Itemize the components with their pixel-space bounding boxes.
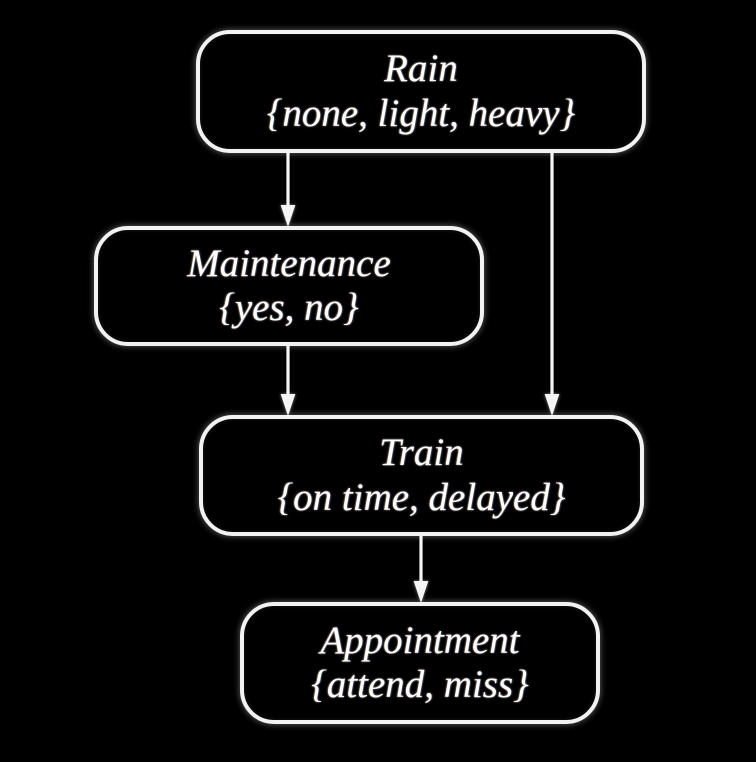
- node-rain-states: {none, light, heavy}: [266, 91, 576, 135]
- node-train-label: Train: [379, 431, 464, 475]
- node-appointment-label: Appointment: [320, 618, 520, 662]
- node-rain-label: Rain: [384, 47, 458, 91]
- node-maintenance[interactable]: Maintenance {yes, no}: [94, 226, 484, 346]
- node-appointment-states: {attend, miss}: [311, 663, 529, 706]
- node-maintenance-states: {yes, no}: [219, 286, 359, 329]
- edge-train-to-appointment: [412, 536, 430, 604]
- node-rain[interactable]: Rain {none, light, heavy}: [196, 30, 646, 153]
- node-train[interactable]: Train {on time, delayed}: [199, 415, 644, 536]
- edge-rain-to-maintenance: [279, 153, 297, 228]
- node-train-states: {on time, delayed}: [277, 475, 566, 519]
- edge-rain-to-train: [543, 153, 561, 417]
- node-appointment[interactable]: Appointment {attend, miss}: [240, 602, 600, 724]
- edge-maintenance-to-train: [279, 346, 297, 417]
- node-maintenance-label: Maintenance: [187, 241, 391, 285]
